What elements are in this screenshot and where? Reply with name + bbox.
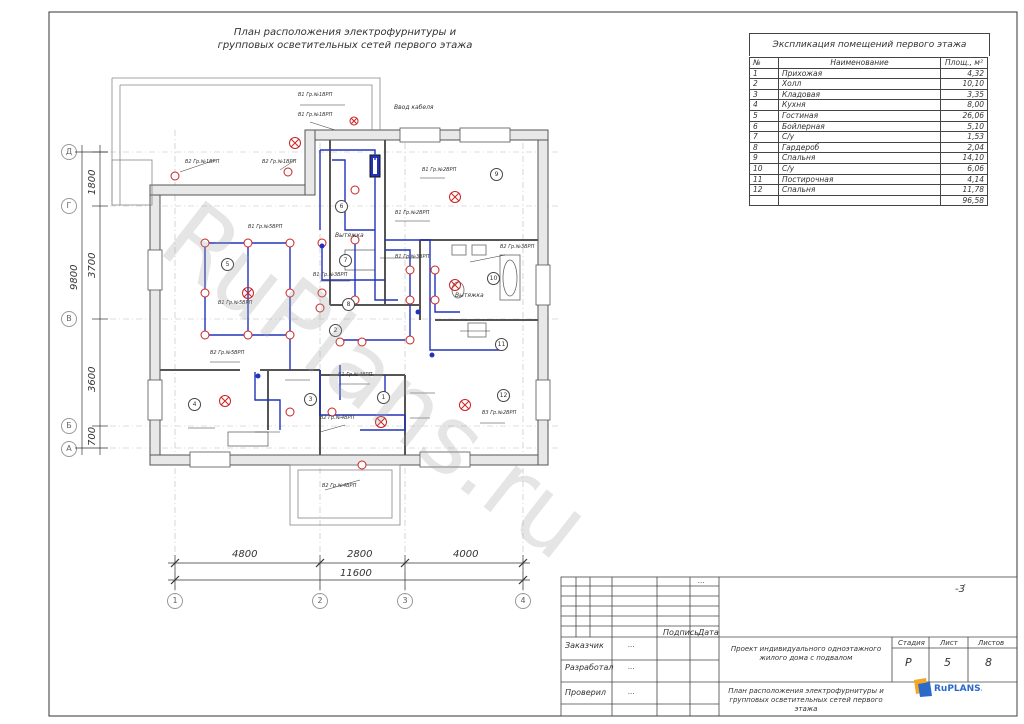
axis-marker-column: 4 <box>515 593 531 609</box>
room-number: 6 <box>335 200 348 213</box>
group-label: В1 Гр.№1ВРП <box>298 112 333 118</box>
room-number: 5 <box>221 258 234 271</box>
group-label: В2 Гр.№1ВРП <box>262 159 297 165</box>
group-label: В1 Гр.№2ВРП <box>395 210 430 216</box>
group-label: В1 Гр.№5ВРП <box>248 224 283 230</box>
room-number: 11 <box>495 338 508 351</box>
customer-dots: ... <box>628 641 635 649</box>
group-label: В1 Гр.№4ВРП <box>338 372 373 378</box>
stage-value: Р <box>905 656 912 669</box>
room-number: 3 <box>304 393 317 406</box>
axis-marker-row: Г <box>61 198 77 214</box>
group-label: В2 Гр.№4ВРП <box>322 483 357 489</box>
hood-label-2: Вытяжка <box>455 292 484 299</box>
axis-marker-column: 2 <box>312 593 328 609</box>
stage-label: Стадия <box>898 639 925 647</box>
axis-marker-column: 3 <box>397 593 413 609</box>
axis-marker-row: А <box>61 441 77 457</box>
developer-dots: ... <box>628 663 635 671</box>
group-label: В1 Гр.№1ВРП <box>298 92 333 98</box>
axis-marker-row: Б <box>61 418 77 434</box>
developer-label: Разработал <box>565 663 614 672</box>
project-name: Проект индивидуального одноэтажного жило… <box>730 645 882 662</box>
cable-input-label: Ввод кабеля <box>394 104 434 111</box>
room-number: 2 <box>329 324 342 337</box>
group-label: В1 Гр.№3ВРП <box>395 254 430 260</box>
date-label: Дата <box>698 628 719 637</box>
group-label: В1 Гр.№2ВРП <box>422 167 457 173</box>
room-number: 4 <box>188 398 201 411</box>
dimension-2800: 2800 <box>347 549 373 560</box>
dimension-4800: 4800 <box>232 549 258 560</box>
group-label: В2 Гр.№1ВРП <box>185 159 220 165</box>
dimension-4000: 4000 <box>453 549 479 560</box>
explication-title: Экспликация помещений первого этажа <box>749 33 990 56</box>
room-number: 9 <box>490 168 503 181</box>
sheets-label: Листов <box>978 639 1005 647</box>
sheet-label: Лист <box>940 639 958 647</box>
room-number: 12 <box>497 389 510 402</box>
sheet-value: 5 <box>944 656 951 669</box>
room-number: 1 <box>377 391 390 404</box>
room-number: 8 <box>342 298 355 311</box>
title-block-dots: ... <box>698 577 705 585</box>
total-area: 96,58 <box>940 194 988 207</box>
group-label: В2 Гр.№3ВРП <box>500 244 535 250</box>
group-label: В2 Гр.№4ВРП <box>320 415 355 421</box>
hood-label-1: Вытяжка <box>335 232 364 239</box>
group-label: В3 Гр.№2ВРП <box>482 410 517 416</box>
dimension-total: 11600 <box>340 568 372 579</box>
sheets-value: 8 <box>985 656 992 669</box>
group-label: В1 Гр.№3ВРП <box>313 272 348 278</box>
sheet-name: План расположения электрофурнитуры и гру… <box>728 687 884 713</box>
sign-label: Подпись <box>663 628 699 637</box>
drawing-code: -3́ <box>955 584 965 595</box>
room-number: 10 <box>487 272 500 285</box>
svg-text:RuPLANS.RU: RuPLANS.RU <box>934 684 982 694</box>
customer-label: Заказчик <box>565 641 604 650</box>
group-label: В1 Гр.№5ВРП <box>218 300 253 306</box>
ruplans-logo: RuPLANS.RU <box>912 676 998 698</box>
checker-dots: ... <box>628 688 635 696</box>
checker-label: Проверил <box>565 688 607 697</box>
room-number: 7 <box>339 254 352 267</box>
total-row: 96,58 <box>749 194 988 207</box>
axis-marker-column: 1 <box>167 593 183 609</box>
group-label: В2 Гр.№5ВРП <box>210 350 245 356</box>
axis-marker-row: В <box>61 311 77 327</box>
drawing-title: План расположения электрофурнитуры и гру… <box>217 27 473 51</box>
